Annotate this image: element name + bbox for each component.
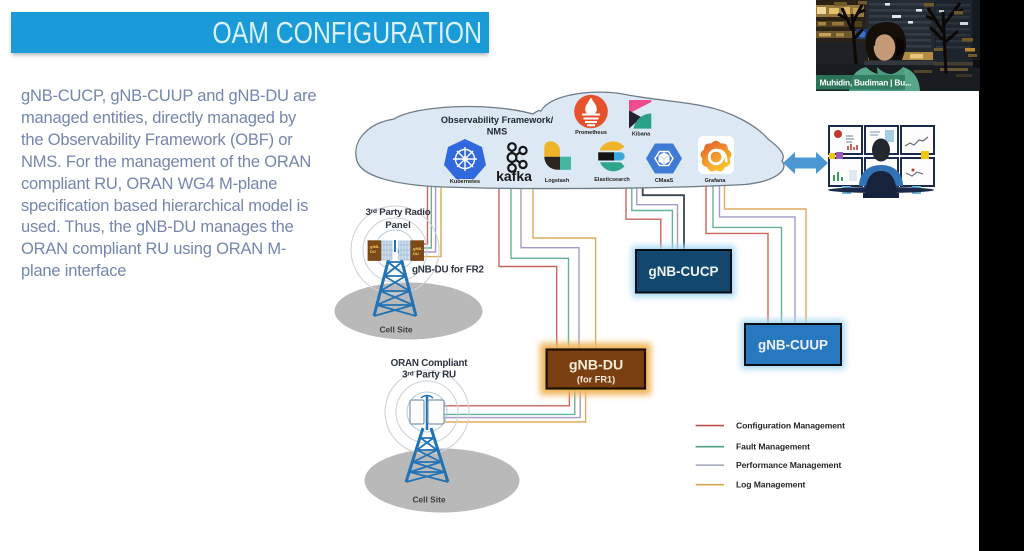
svg-text:Fault Management: Fault Management: [736, 442, 810, 452]
svg-text:gNB-CUUP: gNB-CUUP: [758, 338, 828, 353]
svg-text:Grafana: Grafana: [705, 178, 727, 184]
svg-text:NMS: NMS: [487, 127, 507, 137]
svg-text:Panel: Panel: [385, 220, 411, 231]
svg-text:DU: DU: [370, 249, 376, 254]
svg-text:CMaaS: CMaaS: [655, 178, 674, 184]
svg-text:kafka: kafka: [496, 168, 532, 184]
svg-text:Prometheus: Prometheus: [575, 130, 607, 136]
svg-text:(for FR1): (for FR1): [577, 375, 615, 385]
svg-text:Cell Site: Cell Site: [379, 325, 412, 335]
svg-text:Cell Site: Cell Site: [412, 495, 445, 505]
svg-text:Performance Management: Performance Management: [736, 460, 841, 470]
svg-text:3rd Party RU: 3rd Party RU: [402, 370, 456, 381]
svg-text:Log Management: Log Management: [736, 480, 806, 490]
svg-text:Kibana: Kibana: [632, 132, 651, 138]
svg-text:Elasticsearch: Elasticsearch: [594, 177, 630, 183]
svg-text:gNB-: gNB-: [413, 246, 423, 251]
svg-text:Kubernetes: Kubernetes: [450, 179, 480, 185]
svg-text:Muhidin, Budiman | Bu...: Muhidin, Budiman | Bu...: [820, 77, 912, 87]
svg-text:3rd Party Radio: 3rd Party Radio: [366, 207, 431, 218]
svg-text:gNB-DU for FR2: gNB-DU for FR2: [412, 265, 485, 276]
svg-text:gNB-CUCP: gNB-CUCP: [649, 264, 719, 279]
svg-text:DU: DU: [413, 251, 419, 256]
svg-text:Logstash: Logstash: [545, 178, 570, 184]
svg-text:gNB-: gNB-: [370, 244, 380, 249]
svg-text:Observability Framework/: Observability Framework/: [441, 115, 554, 125]
svg-text:ORAN Compliant: ORAN Compliant: [391, 358, 469, 369]
svg-text:Configuration Management: Configuration Management: [736, 421, 845, 431]
svg-text:gNB-DU: gNB-DU: [569, 358, 623, 374]
